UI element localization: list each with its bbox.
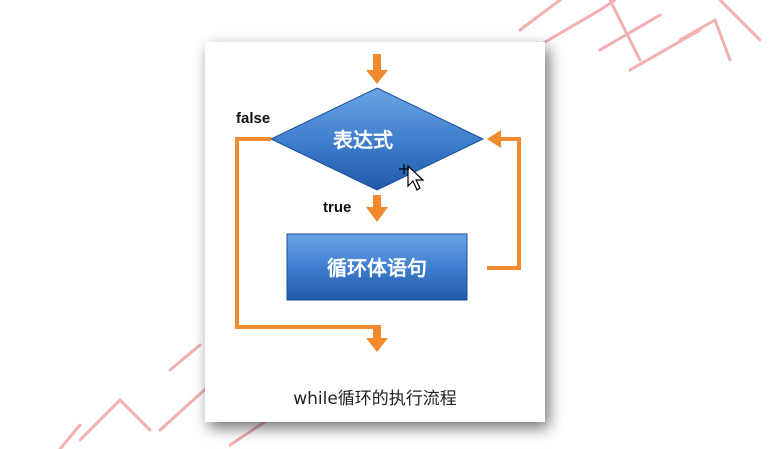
loop-back-arrowhead <box>487 130 501 148</box>
condition-diamond <box>269 87 485 191</box>
cursor-icon <box>399 164 425 191</box>
true-label: true <box>323 199 351 216</box>
diagram-caption: while循环的执行流程 <box>293 389 457 409</box>
exit-arrow <box>366 325 388 352</box>
loop-body-box <box>286 233 468 301</box>
false-label: false <box>236 110 270 127</box>
false-path <box>235 137 373 329</box>
loop-body-label: 循环体语句 <box>327 256 427 280</box>
entry-arrow <box>366 54 388 84</box>
diagram-card: 表达式 false true 循环体语句 while循环的 <box>205 42 545 422</box>
while-flowchart: 表达式 false true 循环体语句 <box>235 54 521 352</box>
condition-label: 表达式 <box>333 128 393 152</box>
loop-back-path <box>487 137 521 270</box>
true-arrow <box>366 195 388 222</box>
